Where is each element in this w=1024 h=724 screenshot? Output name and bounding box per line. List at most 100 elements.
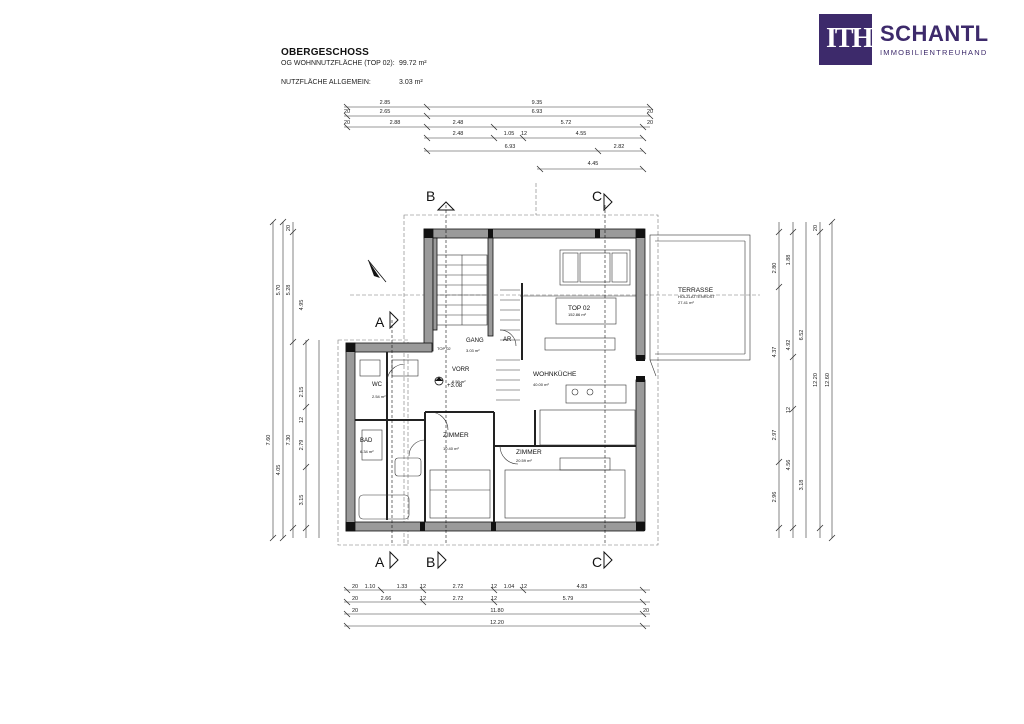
dim-top: 2.65 xyxy=(380,109,391,115)
vorr-label: VORR xyxy=(452,367,470,373)
dim-right: 3.18 xyxy=(799,480,805,491)
section-marker-c-top: C xyxy=(592,188,602,204)
dim-right: 4.56 xyxy=(786,460,792,471)
section-marker-b-top: B xyxy=(426,188,435,204)
logo-tagline: IMMOBILIENTREUHAND xyxy=(880,47,988,57)
dim-top: 20 xyxy=(344,120,350,126)
gang-area: 3.03 m² xyxy=(466,348,480,353)
dim-bottom: 12 xyxy=(521,584,527,590)
common-area-row: NUTZFLÄCHE ALLGEMEIN: 3.03 m² xyxy=(281,79,427,86)
logo-name: SCHANTL xyxy=(880,20,989,46)
dim-bottom: 20 xyxy=(352,596,358,602)
common-area-label: NUTZFLÄCHE ALLGEMEIN: xyxy=(281,79,371,86)
dim-top: 2.82 xyxy=(614,144,625,150)
wohnkueche-area: 40.00 m² xyxy=(533,382,549,387)
dim-right: 6.52 xyxy=(799,330,805,341)
dim-bottom: 12 xyxy=(491,596,497,602)
dim-bottom: 12 xyxy=(420,584,426,590)
dim-bottom: 5.79 xyxy=(563,596,574,602)
wohnkueche-label: WOHNKÜCHE xyxy=(533,370,577,378)
zimmer2-label: ZIMMER xyxy=(516,449,542,456)
dim-top: 1.05 xyxy=(504,131,515,137)
dim-right: 2.96 xyxy=(772,492,778,503)
dim-right: 2.97 xyxy=(772,430,778,441)
gang-label: GANG xyxy=(466,338,484,344)
bad-area: 6.34 m² xyxy=(360,449,374,454)
dim-bottom: 1.33 xyxy=(397,584,408,590)
dim-bottom: 20 xyxy=(352,608,358,614)
plan-title: OBERGESCHOSS xyxy=(281,47,369,58)
dim-bottom: 12.20 xyxy=(490,620,504,626)
dim-top: 12 xyxy=(521,131,527,137)
logo-mark: ITH xyxy=(819,14,873,65)
company-logo: ITH SCHANTL IMMOBILIENTREUHAND xyxy=(819,14,989,65)
section-marker-a-top: A xyxy=(375,314,385,330)
dim-top: 4.45 xyxy=(588,161,599,167)
dim-left: 3.15 xyxy=(299,495,305,506)
dim-right: 12 xyxy=(786,407,792,413)
section-marker-b-bottom: B xyxy=(426,554,435,570)
top-area: 152.86 m² xyxy=(568,312,587,317)
dim-top: 2.85 xyxy=(380,100,391,106)
level-value: +3.08 xyxy=(447,383,463,389)
living-area-label: OG WOHNNUTZFLÄCHE (TOP 02): xyxy=(281,60,395,67)
dim-top: 5.72 xyxy=(561,120,572,126)
dim-right: 2.80 xyxy=(772,263,778,274)
wc-area: 2.54 m² xyxy=(372,394,386,399)
dim-right: 1.88 xyxy=(786,255,792,266)
dim-bottom: 1.04 xyxy=(504,584,515,590)
dim-top: 4.55 xyxy=(576,131,587,137)
dim-top: 2.48 xyxy=(453,131,464,137)
zimmer1-label: ZIMMER xyxy=(443,432,469,439)
living-area-row: OG WOHNNUTZFLÄCHE (TOP 02): 99.72 m² xyxy=(281,60,427,67)
terrace-area: 27.41 m² xyxy=(678,300,694,305)
vorr-area: 6.59 m² xyxy=(452,379,466,384)
dim-left: 20 xyxy=(286,225,292,231)
dim-top: 20 xyxy=(344,109,350,115)
dim-left: 2.15 xyxy=(299,387,305,398)
dim-bottom: 4.83 xyxy=(577,584,588,590)
ar-label: AR xyxy=(503,337,512,343)
dim-bottom: 2.72 xyxy=(453,596,464,602)
dim-right: 20 xyxy=(813,225,819,231)
north-arrow-icon xyxy=(367,259,387,283)
dim-left: 12 xyxy=(299,417,305,423)
dim-right: 4.37 xyxy=(772,347,778,358)
terrace-label: TERRASSE xyxy=(678,287,714,294)
dim-bottom: 1.10 xyxy=(365,584,376,590)
terrace-sub: HOLZLATTENROST xyxy=(678,294,715,299)
dim-left: 4.95 xyxy=(299,300,305,311)
dim-bottom: 12 xyxy=(491,584,497,590)
dim-top: 9.35 xyxy=(532,100,543,106)
top02-small: TOP 02 xyxy=(437,346,451,351)
wc-label: WC xyxy=(372,382,383,388)
dim-bottom: 20 xyxy=(352,584,358,590)
dim-left: 7.60 xyxy=(266,435,272,446)
dim-left: 2.79 xyxy=(299,440,305,451)
section-marker-a-bottom: A xyxy=(375,554,385,570)
dim-bottom: 2.66 xyxy=(381,596,392,602)
dim-right: 4.92 xyxy=(786,340,792,351)
dim-top: 20 xyxy=(647,120,653,126)
dim-bottom: 12 xyxy=(420,596,426,602)
zimmer2-area: 20.59 m² xyxy=(516,458,532,463)
dim-top: 20 xyxy=(647,109,653,115)
bad-label: BAD xyxy=(360,438,373,444)
common-area-value: 3.03 m² xyxy=(399,79,423,86)
level-marker-icon xyxy=(434,376,444,386)
dim-top: 6.93 xyxy=(532,109,543,115)
dim-bottom: 2.72 xyxy=(453,584,464,590)
dim-bottom: 11.80 xyxy=(490,608,503,614)
dim-left: 4.05 xyxy=(276,465,282,476)
section-marker-c-bottom: C xyxy=(592,554,602,570)
living-area-value: 99.72 m² xyxy=(399,60,427,67)
top-label: TOP 02 xyxy=(568,305,591,312)
dim-right: 12.20 xyxy=(813,373,819,387)
plan-header: OBERGESCHOSS OG WOHNNUTZFLÄCHE (TOP 02):… xyxy=(281,47,427,86)
dim-left: 7.30 xyxy=(286,435,292,446)
dim-left: 5.70 xyxy=(276,285,282,296)
dim-top: 2.88 xyxy=(390,120,401,126)
dim-top: 6.93 xyxy=(505,144,516,150)
dim-left: 5.28 xyxy=(286,285,292,296)
